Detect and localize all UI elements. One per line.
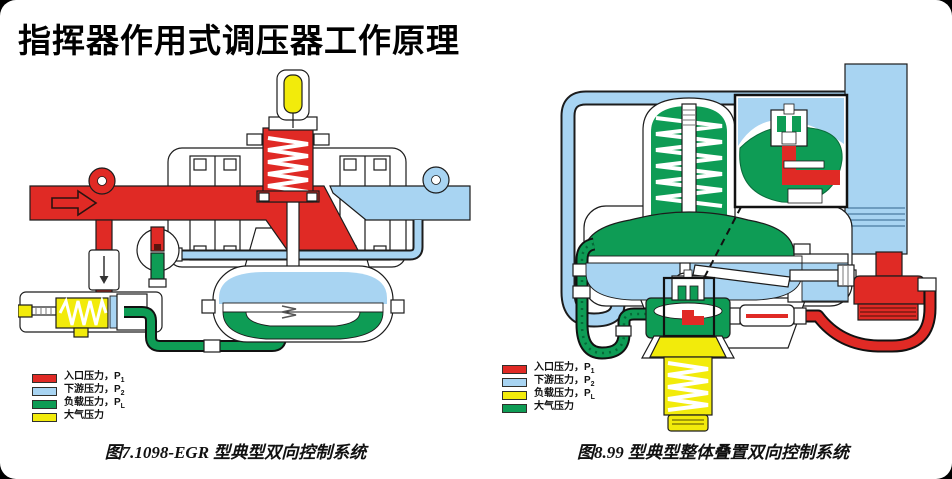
legend-color-chip	[32, 413, 57, 422]
legend-item: 负载压力，PL	[32, 397, 125, 411]
travel-indicator	[276, 69, 310, 128]
inlet-pipe	[29, 167, 361, 255]
vent-pipe-green	[572, 237, 646, 360]
legend-color-chip	[502, 365, 527, 374]
legend-left: 入口压力，P1 下游压力，P2 负载压力，PL 大气压力	[32, 371, 125, 422]
legend-label: 负载压力，PL	[64, 397, 125, 411]
legend-item: 负载压力，PL	[502, 388, 595, 402]
diagram-1098-egr	[18, 69, 471, 353]
valve-stem	[286, 200, 300, 272]
diaphragm-dome	[579, 211, 811, 264]
callout-leader-line	[702, 206, 742, 281]
legend-item: 入口压力，P1	[32, 371, 125, 385]
diaphragm-actuator	[201, 265, 405, 343]
legend-right: 入口压力，P1 下游压力，P2 负载压力，PL 大气压力	[502, 362, 595, 413]
legend-color-chip	[502, 391, 527, 400]
legend-item: 下游压力，P2	[32, 384, 125, 398]
page-title: 指挥器作用式调压器工作原理	[18, 22, 460, 59]
downstream-loop-tube	[560, 90, 846, 328]
legend-label: 大气压力	[534, 401, 574, 412]
legend-label: 入口压力，P1	[534, 362, 595, 376]
flow-arrow-icon	[51, 189, 98, 217]
outlet-riser-pipe	[844, 63, 908, 255]
load-pressure-tube	[124, 306, 287, 353]
main-spring-case	[246, 116, 330, 203]
legend-label: 下游压力，P2	[534, 375, 595, 389]
legend-item: 入口压力，P1	[502, 362, 595, 376]
magnified-inset-box	[733, 93, 849, 209]
legend-item: 大气压力	[32, 410, 125, 422]
load-spring-case	[640, 335, 736, 432]
legend-color-chip	[32, 374, 57, 383]
legend-item: 大气压力	[502, 401, 595, 413]
legend-color-chip	[32, 387, 57, 396]
legend-color-chip	[502, 404, 527, 413]
figure-caption-right: 图8.99 型典型整体叠置双向控制系统	[577, 443, 849, 462]
pilot-valve-block	[645, 269, 731, 339]
legend-item: 下游压力，P2	[502, 375, 595, 389]
legend-label: 下游压力，P2	[64, 384, 125, 398]
outlet-pipe	[329, 166, 471, 221]
legend-color-chip	[502, 378, 527, 387]
legend-label: 大气压力	[64, 410, 104, 421]
supply-tube-red	[702, 277, 937, 353]
diagram-type-99	[560, 63, 937, 432]
supply-takeoff-restrictor	[88, 219, 120, 303]
figure-caption-left: 图7.1098-EGR 型典型双向控制系统	[104, 443, 367, 462]
inlet-pressure-body	[853, 251, 925, 321]
spring-tower	[642, 97, 736, 221]
legend-label: 负载压力，PL	[534, 388, 595, 402]
down-arrow-icon	[99, 276, 109, 284]
legend-label: 入口压力，P1	[64, 371, 125, 385]
legend-color-chip	[32, 400, 57, 409]
detail-callout-frame	[662, 276, 716, 338]
ball-valve	[136, 226, 180, 288]
